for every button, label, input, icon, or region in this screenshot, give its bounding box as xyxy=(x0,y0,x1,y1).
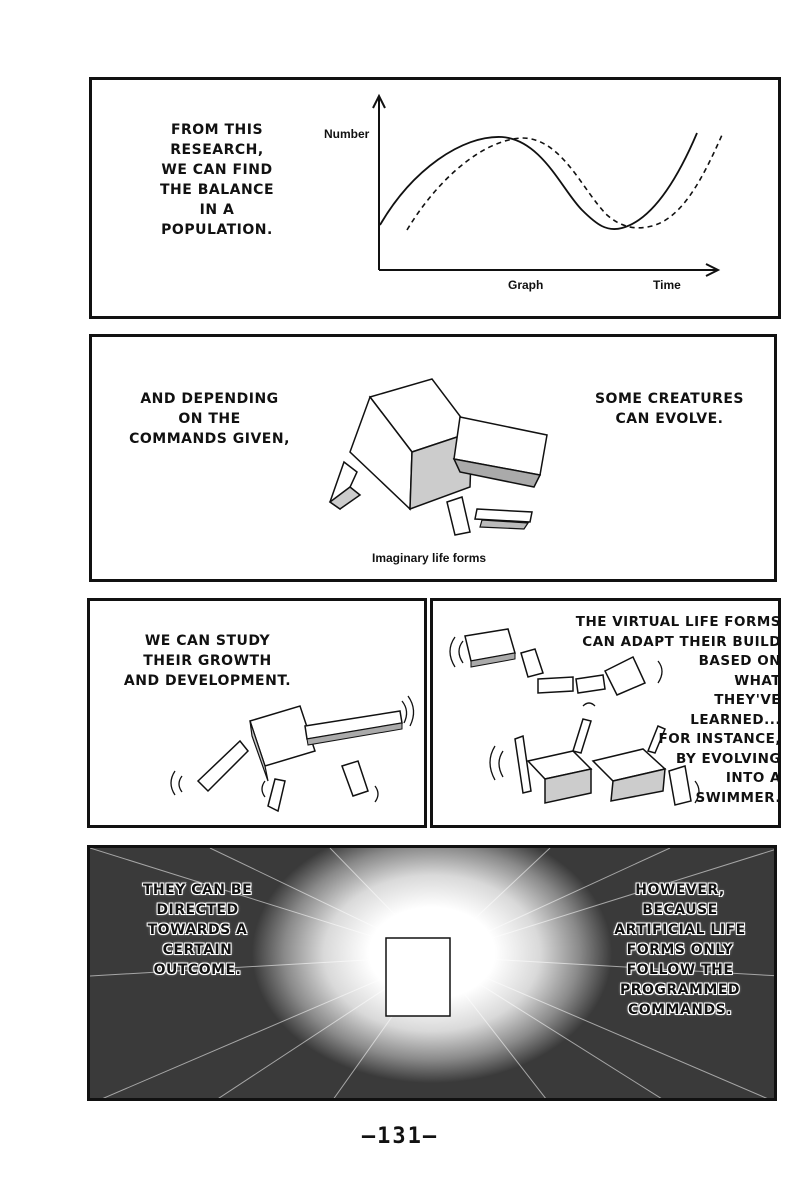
growth-caption: WE CAN STUDY THEIR GROWTH AND DEVELOPMEN… xyxy=(123,633,292,689)
swimmer-creatures-illustration xyxy=(449,628,700,806)
panel-research: FROM THIS RESEARCH, WE CAN FIND THE BALA… xyxy=(89,77,781,319)
commands-caption-right: SOME CREATURES CAN EVOLVE. xyxy=(594,391,745,427)
outcome-caption-left: THEY CAN BE DIRECTED TOWARDS A CERTAIN O… xyxy=(142,882,253,978)
graph-y-arrow xyxy=(372,93,386,109)
research-caption: FROM THIS RESEARCH, WE CAN FIND THE BALA… xyxy=(159,122,275,238)
graph-x-label: Time xyxy=(653,278,681,292)
speedlines xyxy=(90,848,774,1098)
panel-commands: AND DEPENDING ON THE COMMANDS GIVEN, SOM… xyxy=(89,334,777,582)
page-number: —131— xyxy=(361,1124,439,1149)
panel-outcome: THEY CAN BE DIRECTED TOWARDS A CERTAIN O… xyxy=(87,845,777,1101)
graph-x-arrow xyxy=(705,263,721,277)
outcome-caption-right: HOWEVER, BECAUSE ARTIFICIAL LIFE FORMS O… xyxy=(614,882,746,1018)
graph-solid-curve xyxy=(379,132,698,230)
graph-dashed-curve xyxy=(406,134,723,231)
commands-caption-left: AND DEPENDING ON THE COMMANDS GIVEN, xyxy=(129,391,290,447)
growing-creature-illustration xyxy=(170,695,415,813)
panel-growth: WE CAN STUDY THEIR GROWTH AND DEVELOPMEN… xyxy=(87,598,427,828)
adapt-caption: THE VIRTUAL LIFE FORMS CAN ADAPT THEIR B… xyxy=(575,614,781,806)
panel-adapt: THE VIRTUAL LIFE FORMS CAN ADAPT THEIR B… xyxy=(430,598,781,828)
imaginary-creature-illustration xyxy=(328,378,548,536)
graph-title-label: Graph xyxy=(508,278,544,292)
imaginary-life-forms-label: Imaginary life forms xyxy=(372,551,487,565)
population-graph xyxy=(372,93,723,277)
central-block xyxy=(385,937,451,1017)
graph-y-label: Number xyxy=(324,127,370,141)
